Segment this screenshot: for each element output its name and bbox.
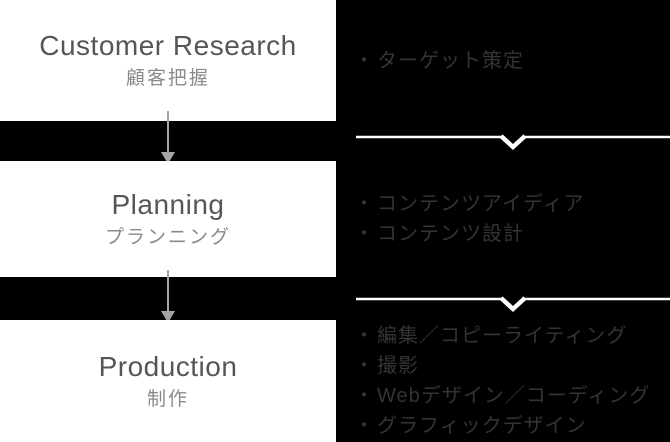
list-item-label: 編集／コピーライティング — [377, 325, 628, 347]
list-item: ・編集／コピーライティング — [354, 321, 670, 351]
list-item-label: コンテンツ設計 — [377, 223, 524, 245]
stage-card-production: Production 制作 — [0, 320, 336, 442]
chevron-down-icon — [356, 134, 670, 151]
stage-title-en: Production — [98, 350, 238, 382]
list-item-label: ターゲット策定 — [377, 49, 524, 72]
stage-items-list: ・ターゲット策定 — [354, 46, 670, 76]
stage-card-customer-research: Customer Research 顧客把握 — [0, 0, 336, 121]
chevron-down-icon — [356, 296, 670, 313]
stage-items-list: ・編集／コピーライティング ・撮影 ・Webデザイン／コーディング ・グラフィッ… — [354, 321, 670, 441]
stage-title-en: Planning — [111, 188, 225, 220]
stage-items-customer-research: ・ターゲット策定 — [336, 0, 670, 121]
bullet-icon: ・ — [354, 193, 375, 215]
bullet-icon: ・ — [354, 385, 375, 407]
stage-title-ja: 制作 — [146, 388, 189, 410]
stage-items-list: ・コンテンツアイディア ・コンテンツ設計 — [354, 189, 670, 249]
stage-items-production: ・編集／コピーライティング ・撮影 ・Webデザイン／コーディング ・グラフィッ… — [336, 320, 670, 442]
list-item-label: コンテンツアイディア — [377, 193, 585, 215]
bullet-icon: ・ — [354, 355, 375, 377]
stage-title-ja: プランニング — [104, 226, 231, 248]
list-item: ・Webデザイン／コーディング — [354, 381, 670, 411]
stage-title-en: Customer Research — [39, 30, 297, 61]
list-item: ・コンテンツアイディア — [354, 189, 670, 219]
bullet-icon: ・ — [354, 325, 375, 347]
down-arrow-icon — [161, 270, 175, 323]
list-item-label: 撮影 — [377, 355, 419, 377]
stage-items-planning: ・コンテンツアイディア ・コンテンツ設計 — [336, 161, 670, 277]
list-item: ・グラフィックデザイン — [354, 411, 670, 441]
bullet-icon: ・ — [354, 415, 375, 437]
bullet-icon: ・ — [354, 49, 375, 72]
stage-title-ja: 顧客把握 — [125, 68, 210, 89]
list-item: ・ターゲット策定 — [354, 46, 670, 76]
list-item-label: グラフィックデザイン — [377, 415, 587, 437]
bullet-icon: ・ — [354, 223, 375, 245]
stage-card-planning: Planning プランニング — [0, 161, 336, 277]
list-item-label: Webデザイン／コーディング — [377, 385, 651, 407]
list-item: ・撮影 — [354, 351, 670, 381]
list-item: ・コンテンツ設計 — [354, 219, 670, 249]
down-arrow-icon — [161, 111, 175, 164]
